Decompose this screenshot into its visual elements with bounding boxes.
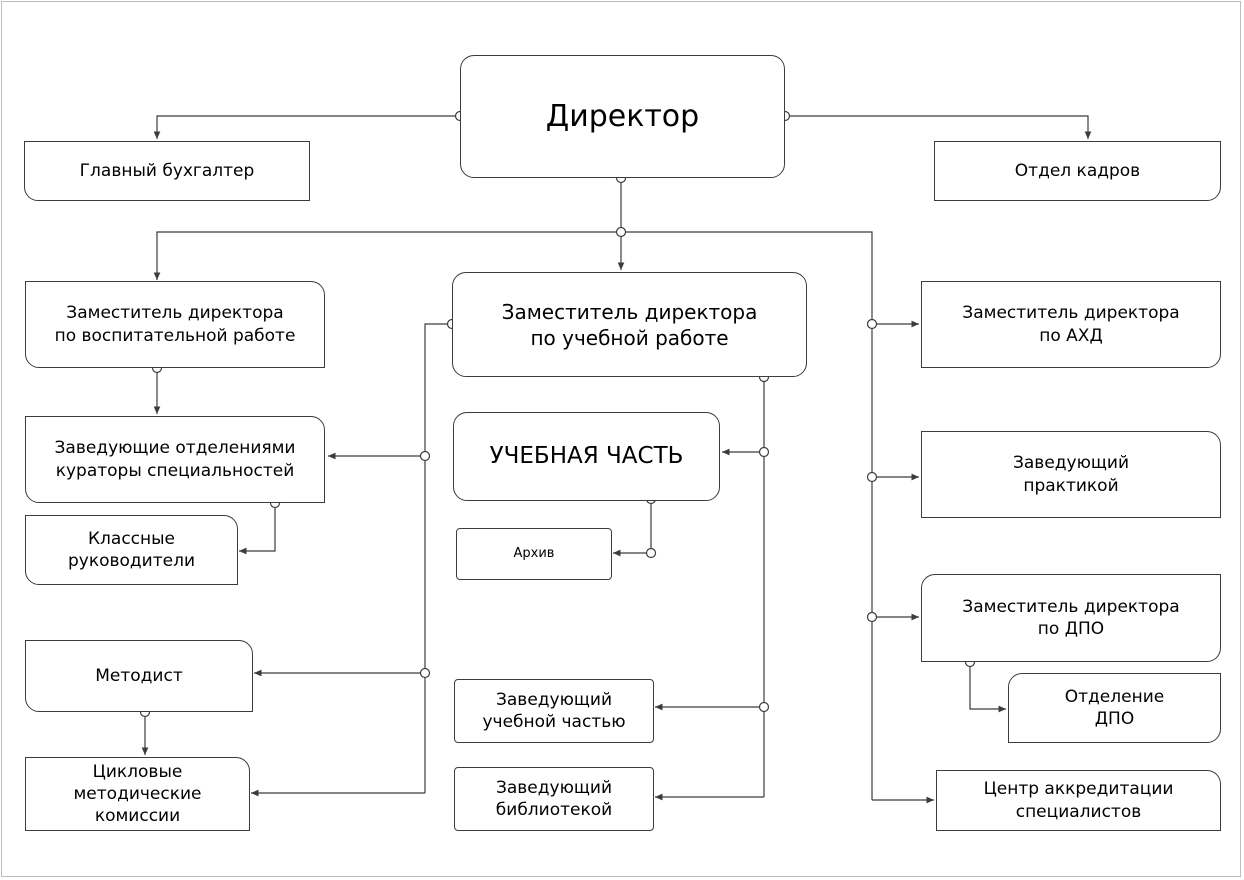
junction-dot bbox=[419, 667, 431, 679]
junction-dot bbox=[645, 547, 657, 559]
node-academic-office: УЧЕБНАЯ ЧАСТЬ bbox=[453, 412, 720, 501]
node-class-teachers-label: Классные руководители bbox=[67, 528, 196, 571]
node-cyclic-commissions: Цикловые методические комиссии bbox=[25, 757, 250, 831]
node-practice-head: Заведующий практикой bbox=[921, 431, 1221, 518]
node-practice-head-label: Заведующий практикой bbox=[1012, 453, 1130, 496]
node-cyclic-commissions-label: Цикловые методические комиссии bbox=[73, 761, 202, 827]
link-archive bbox=[613, 499, 652, 557]
junction-dot bbox=[419, 450, 431, 462]
node-hr-department: Отдел кадров bbox=[934, 141, 1221, 201]
node-methodist: Методист bbox=[25, 640, 253, 712]
junction-dot bbox=[866, 318, 878, 330]
junction-dot bbox=[758, 446, 770, 458]
junction-dot bbox=[866, 611, 878, 623]
link-academic-left-bus bbox=[424, 323, 452, 793]
node-deputy-dpo: Заместитель директора по ДПО bbox=[921, 574, 1221, 662]
node-deputy-education-work-label: Заместитель директора по воспитательной … bbox=[54, 303, 296, 346]
node-academic-office-label: УЧЕБНАЯ ЧАСТЬ bbox=[489, 442, 684, 469]
node-accreditation-center-label: Центр аккредитации специалистов bbox=[983, 779, 1174, 822]
node-deputy-ahd-label: Заместитель директора по АХД bbox=[962, 303, 1180, 346]
node-accreditation-center: Центр аккредитации специалистов bbox=[936, 770, 1221, 831]
node-department-heads-label: Заведующие отделениями кураторы специаль… bbox=[54, 438, 296, 481]
node-academic-office-head: Заведующий учебной частью bbox=[454, 679, 654, 743]
node-hr-department-label: Отдел кадров bbox=[1014, 160, 1141, 181]
node-deputy-ahd: Заместитель директора по АХД bbox=[921, 281, 1221, 368]
link-bus-right bbox=[621, 231, 873, 800]
node-deputy-academic-work-label: Заместитель директора по учебной работе bbox=[501, 299, 758, 350]
junction-dot bbox=[615, 226, 627, 238]
node-chief-accountant-label: Главный бухгалтер bbox=[79, 160, 255, 181]
link-director-hr bbox=[785, 115, 1092, 139]
node-deputy-academic-work: Заместитель директора по учебной работе bbox=[452, 272, 807, 377]
node-chief-accountant: Главный бухгалтер bbox=[24, 141, 310, 201]
node-director-label: Директор bbox=[545, 99, 700, 134]
junction-dot bbox=[758, 701, 770, 713]
node-archive: Архив bbox=[456, 528, 612, 580]
node-methodist-label: Методист bbox=[95, 665, 183, 686]
node-archive-label: Архив bbox=[513, 545, 555, 561]
link-class-teachers bbox=[239, 503, 276, 555]
node-department-heads: Заведующие отделениями кураторы специаль… bbox=[25, 416, 325, 503]
node-dpo-department: Отделение ДПО bbox=[1008, 673, 1221, 743]
node-library-head-label: Заведующий библиотекой bbox=[495, 777, 613, 820]
link-bus-left bbox=[153, 231, 621, 280]
link-director-accountant bbox=[153, 115, 460, 139]
node-dpo-department-label: Отделение ДПО bbox=[1064, 686, 1165, 729]
node-deputy-education-work: Заместитель директора по воспитательной … bbox=[25, 281, 325, 368]
junction-dot bbox=[866, 471, 878, 483]
node-director: Директор bbox=[460, 55, 785, 178]
link-dpo-department bbox=[969, 662, 1006, 713]
node-library-head: Заведующий библиотекой bbox=[454, 767, 654, 831]
node-academic-office-head-label: Заведующий учебной частью bbox=[482, 689, 626, 732]
node-deputy-dpo-label: Заместитель директора по ДПО bbox=[962, 596, 1180, 639]
node-class-teachers: Классные руководители bbox=[25, 515, 238, 585]
